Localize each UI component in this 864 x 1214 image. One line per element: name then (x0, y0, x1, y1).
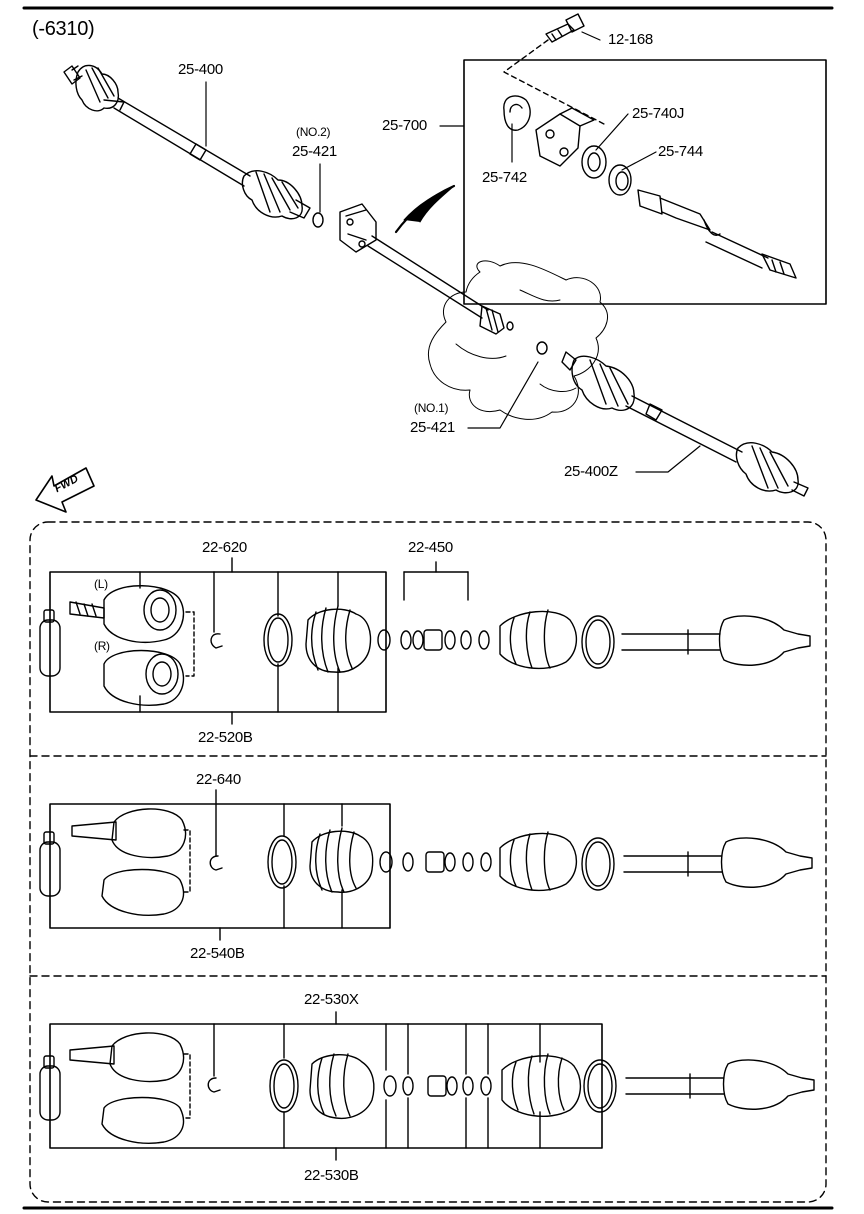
model-code: (-6310) (32, 18, 95, 40)
kit-2-parts (39, 789, 813, 941)
bearing-detail-box (463, 13, 827, 305)
left-axle-shaft (63, 64, 324, 228)
callout-right-shaft: 25-400Z (564, 463, 618, 480)
callout-bearing-bracket: 25-740J (632, 105, 685, 122)
kit1-bottom-label: 22-520B (198, 729, 253, 746)
transaxle-outline (428, 260, 609, 420)
fwd-arrow (35, 467, 95, 513)
callout-clip-no1-note: (NO.1) (414, 401, 449, 415)
kit1-right-note: (R) (94, 639, 110, 653)
callout-clip-no2: 25-421 (292, 143, 337, 160)
right-axle-shaft (536, 341, 809, 497)
callout-bearing: 25-744 (658, 143, 703, 160)
kit-3-parts (39, 1011, 815, 1161)
kit2-bottom-label: 22-540B (190, 945, 245, 962)
upper-leader-lines (205, 31, 701, 473)
kit1-top-label: 22-620 (202, 539, 247, 556)
callout-clip-no1: 25-421 (410, 419, 455, 436)
callout-clip-no2-note: (NO.2) (296, 125, 331, 139)
intermediate-shaft (339, 184, 514, 335)
callout-bolt: 12-168 (608, 31, 653, 48)
kit-1-parts (39, 557, 811, 725)
kit-frame (29, 521, 827, 1203)
kit2-top-label: 22-640 (196, 771, 241, 788)
callout-snap-ring: 25-742 (482, 169, 527, 186)
kit3-top-label: 22-530X (304, 991, 359, 1008)
kit1-left-note: (L) (94, 577, 108, 591)
kit1-mid-label: 22-450 (408, 539, 453, 556)
callout-bearing-assembly: 25-700 (382, 117, 427, 134)
kit3-bottom-label: 22-530B (304, 1167, 359, 1184)
callout-left-shaft: 25-400 (178, 61, 223, 78)
